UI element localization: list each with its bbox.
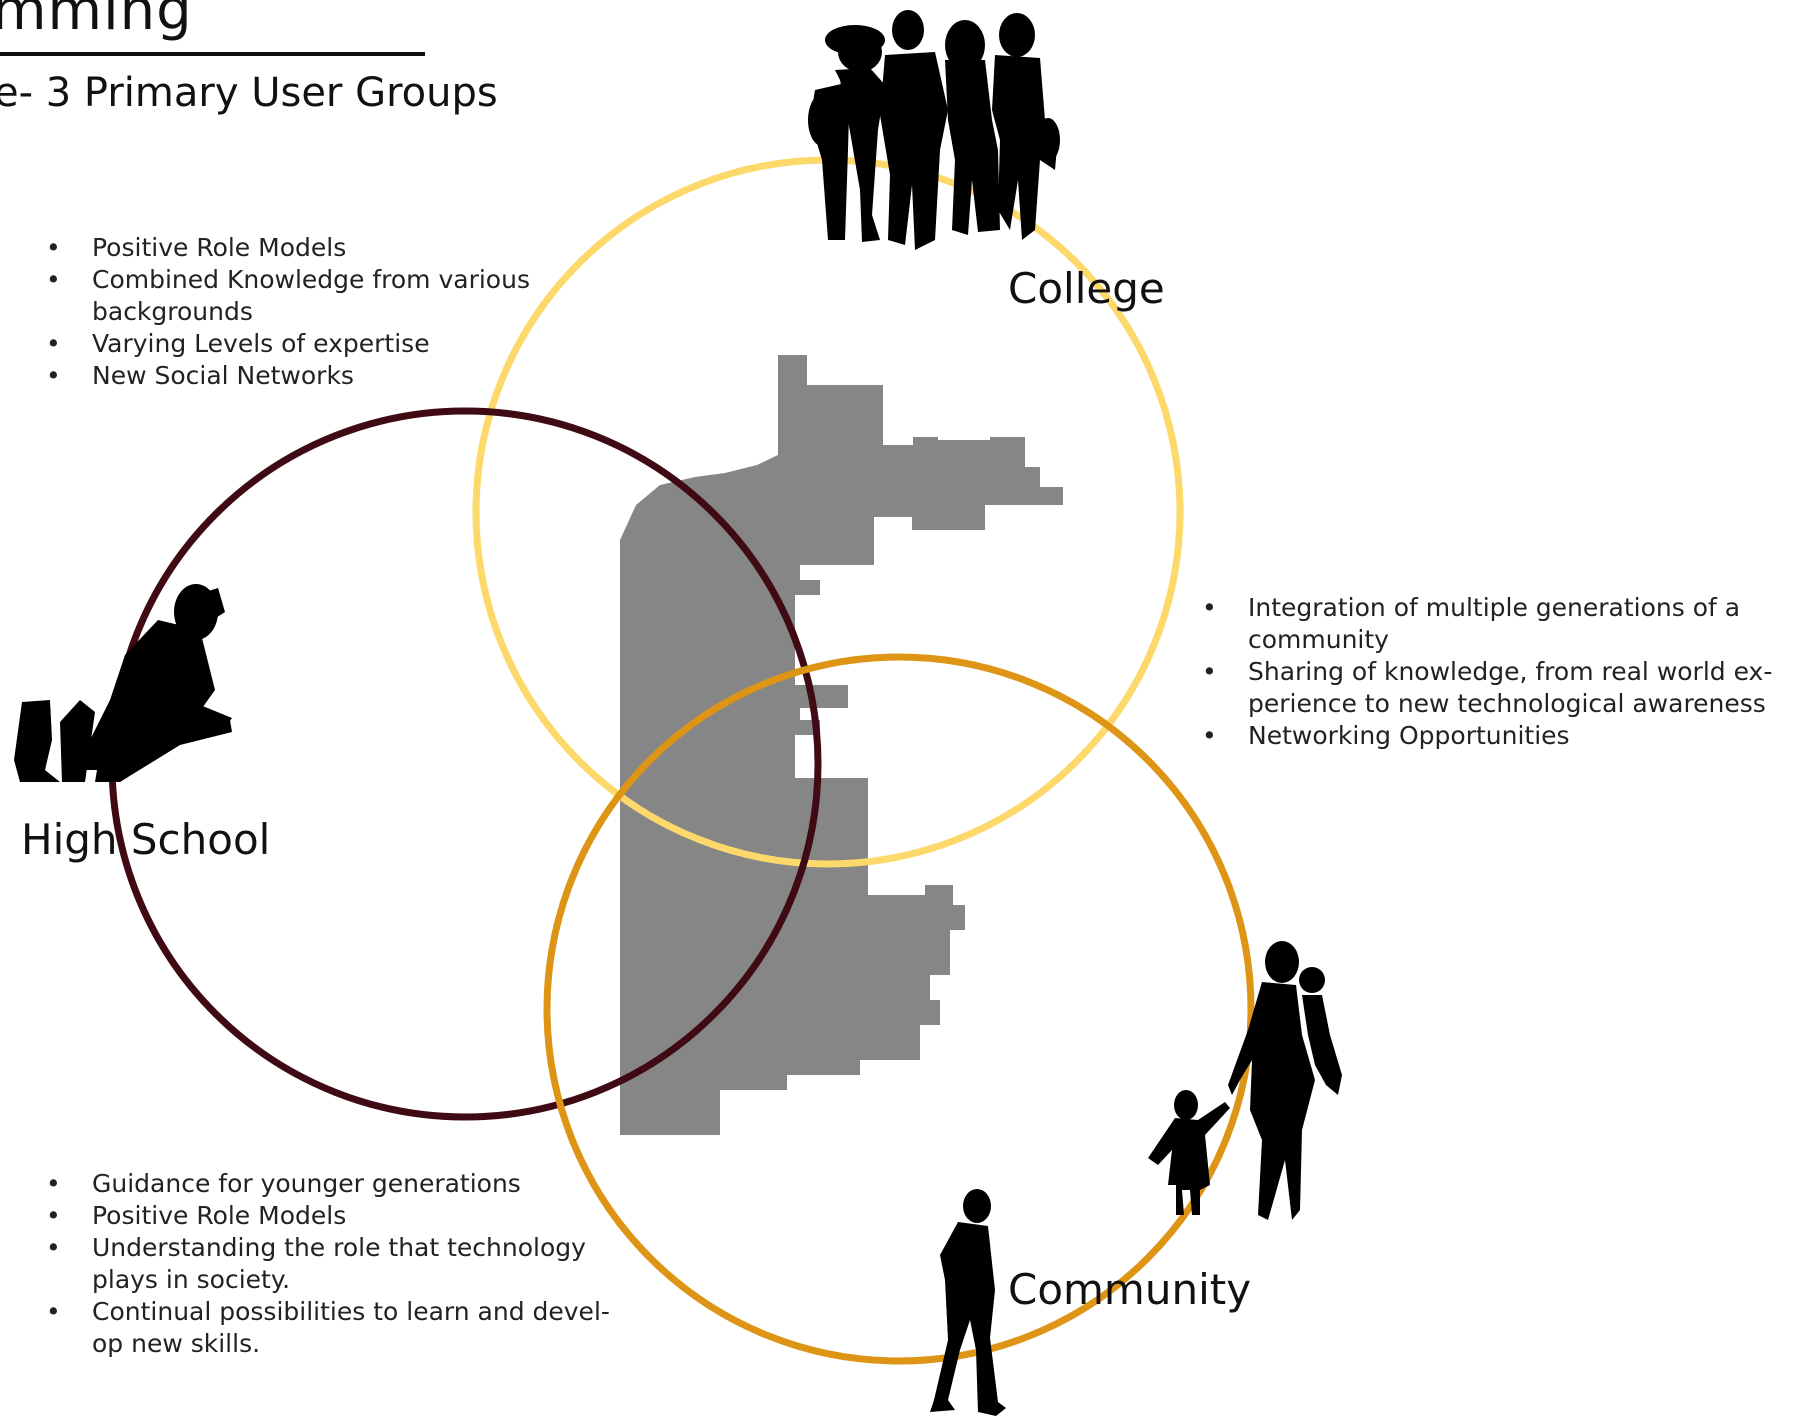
high-school-label: High School bbox=[21, 815, 271, 864]
family-silhouette-icon bbox=[1148, 941, 1342, 1220]
students-walking-silhouette-icon bbox=[808, 10, 1060, 250]
page-title: mming bbox=[0, 0, 193, 43]
list-item: Continual possibilities to learn and dev… bbox=[46, 1296, 636, 1360]
list-item: Positive Role Models bbox=[46, 1200, 636, 1232]
community-circle bbox=[543, 653, 1255, 1365]
college-notes: Positive Role Models Combined Knowledge … bbox=[46, 232, 568, 392]
list-item: Combined Knowledge from various backgrou… bbox=[46, 264, 568, 328]
list-item: Networking Opportunities bbox=[1202, 720, 1796, 752]
list-item: Varying Levels of expertise bbox=[46, 328, 568, 360]
list-item: Integration of multiple generations of a… bbox=[1202, 592, 1796, 656]
walking-man-silhouette-icon bbox=[930, 1189, 1006, 1416]
high-school-notes: Guidance for younger generations Positiv… bbox=[46, 1168, 636, 1360]
page-subtitle: e- 3 Primary User Groups bbox=[0, 70, 498, 116]
list-item: New Social Networks bbox=[46, 360, 568, 392]
community-notes: Integration of multiple generations of a… bbox=[1202, 592, 1796, 752]
community-label: Community bbox=[1008, 1265, 1252, 1314]
list-item: Guidance for younger generations bbox=[46, 1168, 636, 1200]
college-label: College bbox=[1008, 264, 1165, 313]
list-item: Sharing of knowledge, from real world ex… bbox=[1202, 656, 1796, 720]
title-underline bbox=[0, 52, 425, 56]
student-studying-silhouette-icon bbox=[14, 584, 232, 782]
list-item: Understanding the role that technology p… bbox=[46, 1232, 636, 1296]
site-plan-shape bbox=[620, 355, 1063, 1135]
list-item: Positive Role Models bbox=[46, 232, 568, 264]
